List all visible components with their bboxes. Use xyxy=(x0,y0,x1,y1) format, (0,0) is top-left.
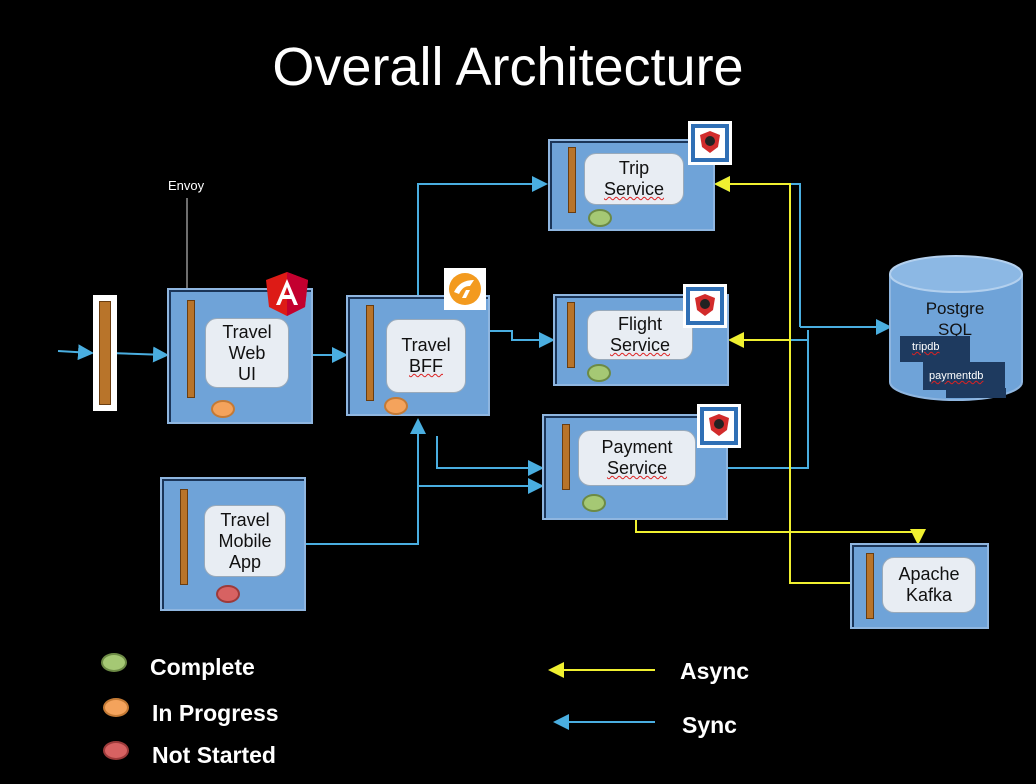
apache-kafka-box[interactable]: Apache Kafka xyxy=(850,543,989,629)
status-in-progress-dot xyxy=(384,397,408,415)
istio-bff-logo-icon xyxy=(444,268,486,310)
postgresql-table-shadow xyxy=(946,388,1006,398)
paymentdb-table: paymentdb xyxy=(923,362,1005,390)
legend-in-progress-dot xyxy=(103,698,129,717)
status-complete-dot xyxy=(582,494,606,512)
angular-logo-icon xyxy=(266,272,308,316)
status-complete-dot xyxy=(587,364,611,382)
sync-mobile-to-bff xyxy=(306,418,426,545)
apache-kafka-label: Apache Kafka xyxy=(882,557,976,613)
envoy-label: Envoy xyxy=(168,178,205,193)
sync-bff-to-payment-1 xyxy=(436,436,544,476)
envoy-sidecar-bar xyxy=(180,489,188,585)
ingress-gateway xyxy=(93,295,117,411)
envoy-sidecar-bar xyxy=(562,424,570,490)
async-kafka-to-trip xyxy=(714,176,850,584)
trip-service-box[interactable]: Trip Service xyxy=(548,139,715,231)
trip-service-label: Trip Service xyxy=(584,153,684,205)
sync-bff-to-flight xyxy=(490,330,555,348)
travel-bff-label: Travel BFF xyxy=(386,319,466,393)
legend-in-progress-label: In Progress xyxy=(152,700,279,726)
sync-bff-to-trip xyxy=(417,176,548,295)
travel-mobile-app-box[interactable]: Travel Mobile App xyxy=(160,477,306,611)
sync-db-to-flight xyxy=(730,330,809,341)
legend-complete-dot xyxy=(101,653,127,672)
legend-async-label: Async xyxy=(680,658,750,684)
flight-service-label: Flight Service xyxy=(587,310,693,360)
status-in-progress-dot xyxy=(211,400,235,418)
legend-not-started-dot xyxy=(103,741,129,760)
legend-not-started-label: Not Started xyxy=(152,742,276,768)
openshift-logo-icon xyxy=(683,284,727,328)
postgresql-title: Postgre SQL xyxy=(925,299,985,339)
legend-sync-label: Sync xyxy=(682,712,737,738)
sync-gateway-to-web-ui xyxy=(109,346,169,363)
tripdb-table: tripdb xyxy=(900,336,970,362)
travel-web-ui-label: Travel Web UI xyxy=(205,318,289,388)
ingress-gateway-bar xyxy=(99,301,111,405)
envoy-sidecar-bar xyxy=(366,305,374,401)
openshift-logo-icon xyxy=(688,121,732,165)
payment-service-label: Payment Service xyxy=(578,430,696,486)
status-not-started-dot xyxy=(216,585,240,603)
slide-title: Overall Architecture xyxy=(272,37,744,97)
travel-mobile-app-label: Travel Mobile App xyxy=(204,505,286,577)
envoy-sidecar-bar xyxy=(567,302,575,368)
status-complete-dot xyxy=(588,209,612,227)
sync-bff-to-payment-2 xyxy=(417,476,544,494)
envoy-sidecar-bar xyxy=(187,300,195,398)
travel-bff-box[interactable]: Travel BFF xyxy=(346,295,490,416)
envoy-sidecar-bar xyxy=(866,553,874,619)
openshift-logo-icon xyxy=(697,404,741,448)
sync-db-to-payment xyxy=(728,330,809,469)
async-payment-to-kafka xyxy=(635,520,926,545)
envoy-sidecar-bar xyxy=(568,147,576,213)
sync-ingress-arrow xyxy=(57,344,94,361)
legend-complete-label: Complete xyxy=(150,654,255,680)
